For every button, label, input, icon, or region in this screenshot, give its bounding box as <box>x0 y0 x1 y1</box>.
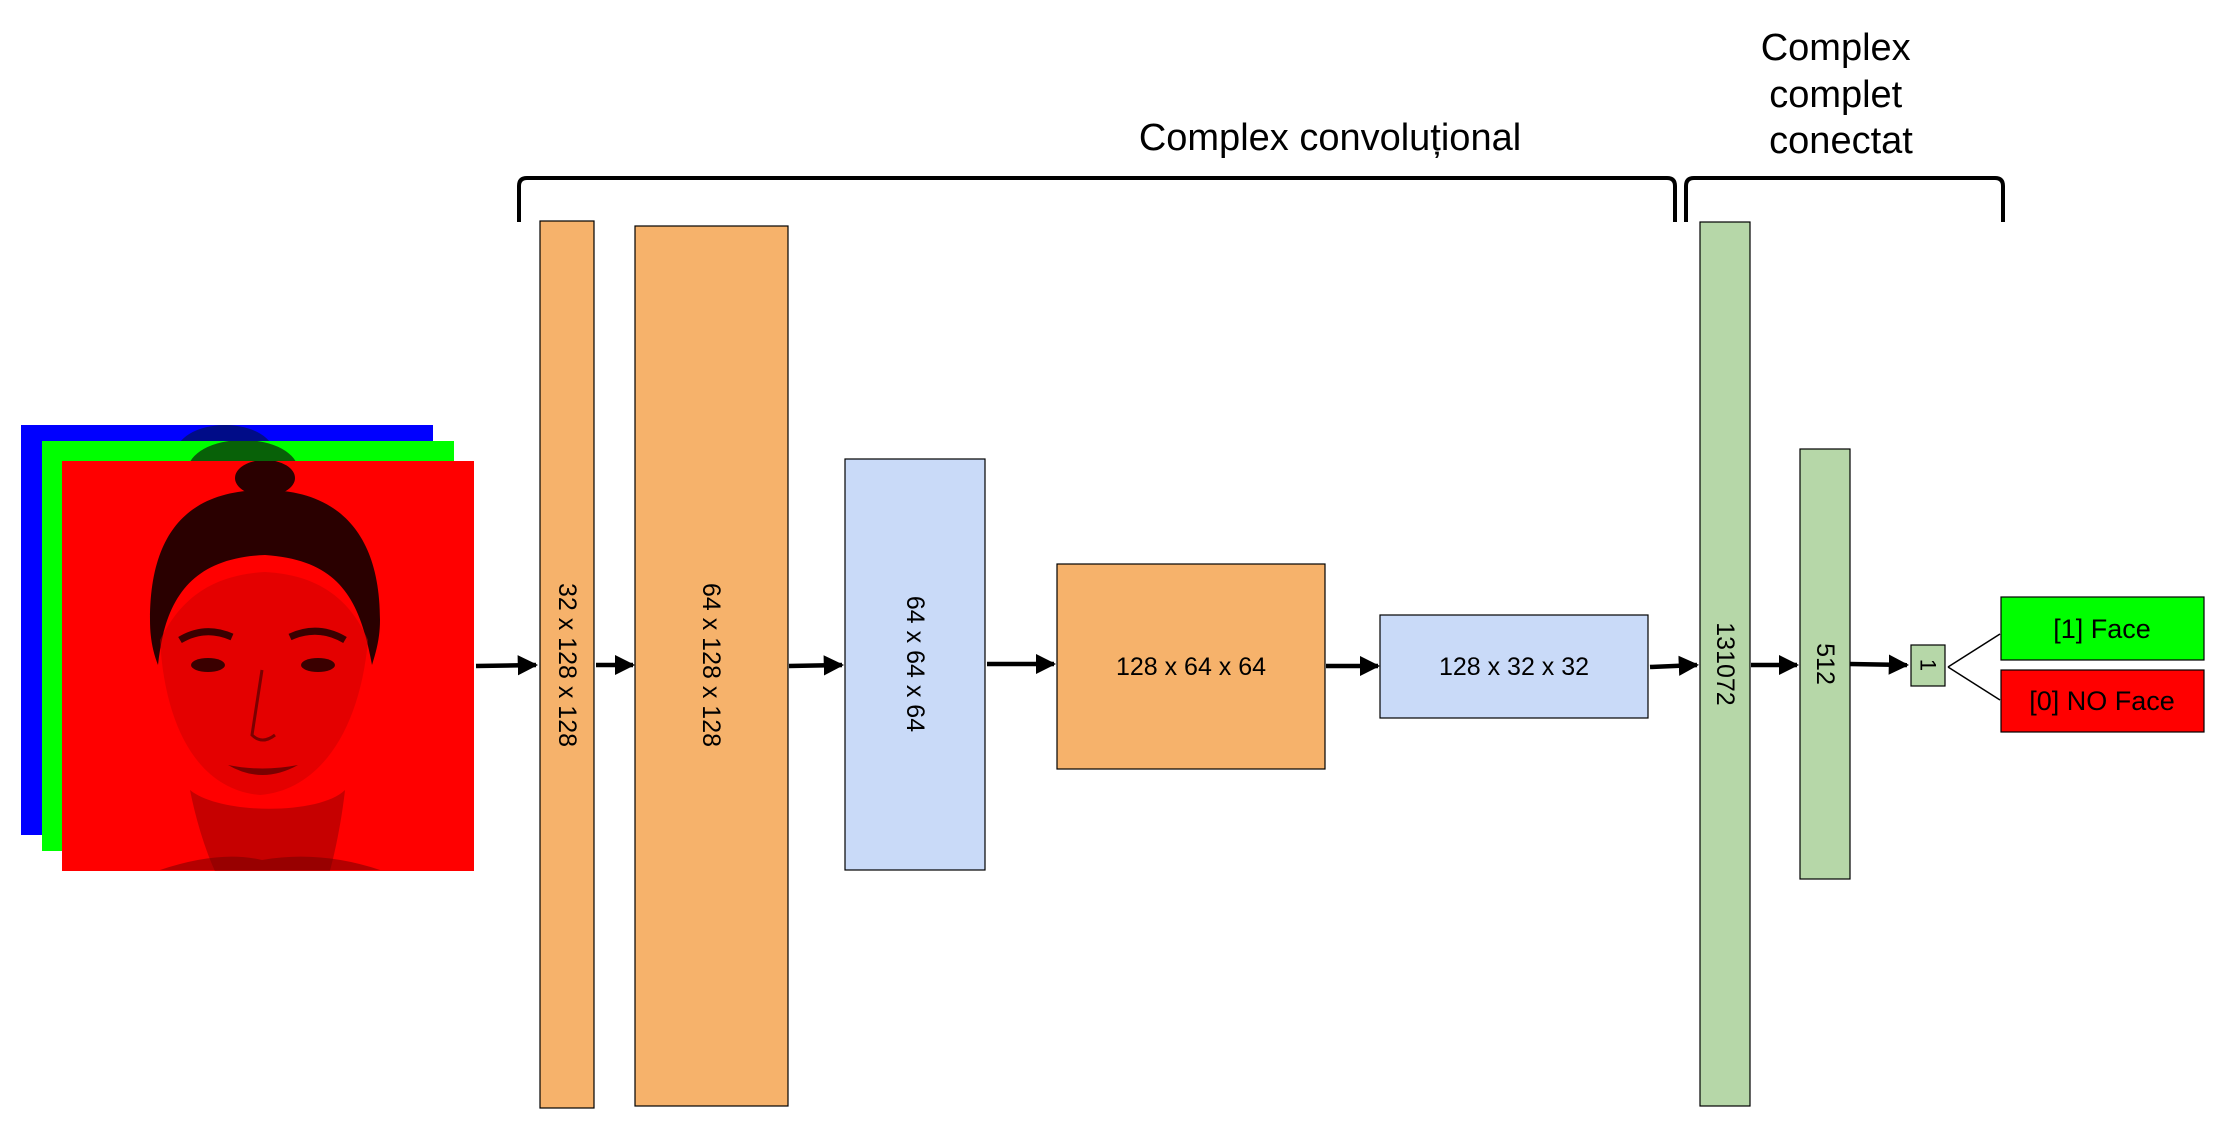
layer-pool2-box <box>1379 614 1649 719</box>
layer-conv3-label: 128 x 64 x 64 <box>1116 653 1266 681</box>
layer-pool2-label: 128 x 32 x 32 <box>1439 653 1589 681</box>
layer-pool1: 64 x 64 x 64 <box>844 458 986 871</box>
input-image-stack <box>21 425 474 871</box>
layer-dense1-box <box>1699 221 1751 1107</box>
layer-conv2-label: 64 x 128 x 128 <box>697 583 725 747</box>
output-face-label: [1] Face <box>2053 614 2151 644</box>
fully-connected-group: Complex complet conectat <box>1684 27 2005 222</box>
output-face: [1] Face <box>2000 596 2205 661</box>
fully-connected-title: Complex complet conectat <box>1761 27 1922 162</box>
layer-dense2-label: 512 <box>1811 643 1839 685</box>
layer-pool1-box <box>844 458 986 871</box>
arrow-input-to-conv1 <box>475 655 539 676</box>
layer-dense1: 131072 <box>1699 221 1751 1107</box>
output-no-face: [0] NO Face <box>2000 669 2205 733</box>
layer-conv2-box <box>634 225 789 1107</box>
layer-pool2: 128 x 32 x 32 <box>1379 614 1649 719</box>
fully-connected-group-bracket <box>1684 176 2005 222</box>
convolutional-group-title: Complex convoluțional <box>1139 117 1521 159</box>
branch-line-no-face <box>1947 666 2001 701</box>
layer-dense2-box <box>1799 448 1851 880</box>
arrow-conv2-to-pool1 <box>788 655 845 676</box>
layer-dense1-label: 131072 <box>1711 622 1739 705</box>
convolutional-group: Complex convoluțional <box>517 117 1677 222</box>
fully-connected-title-line-2: complet <box>1769 74 1902 116</box>
output-face-box <box>2000 596 2205 661</box>
layer-conv2: 64 x 128 x 128 <box>634 225 789 1107</box>
layer-conv1-label: 32 x 128 x 128 <box>553 583 581 747</box>
fully-connected-title-line-1: Complex <box>1761 27 1911 69</box>
layer-dense2: 512 <box>1799 448 1851 880</box>
arrow-dense2-to-output <box>1849 654 1910 675</box>
layer-conv3: 128 x 64 x 64 <box>1056 563 1326 770</box>
branch-line-face <box>1947 633 2001 668</box>
fully-connected-title-line-3: conectat <box>1769 120 1913 162</box>
output-no-face-label: [0] NO Face <box>2029 686 2175 716</box>
layer-output: 1 <box>1910 644 1946 687</box>
layer-output-label: 1 <box>1916 659 1941 671</box>
output-no-face-box <box>2000 669 2205 733</box>
connections <box>475 633 2001 701</box>
layer-conv1-box <box>539 220 595 1109</box>
red-channel-face-image <box>62 461 474 871</box>
layer-conv1: 32 x 128 x 128 <box>539 220 595 1109</box>
layer-conv3-box <box>1056 563 1326 770</box>
layer-pool1-label: 64 x 64 x 64 <box>901 596 929 732</box>
arrow-pool2-to-dense1 <box>1649 655 1700 676</box>
layer-output-box <box>1910 644 1946 687</box>
convolutional-group-bracket <box>517 176 1677 222</box>
